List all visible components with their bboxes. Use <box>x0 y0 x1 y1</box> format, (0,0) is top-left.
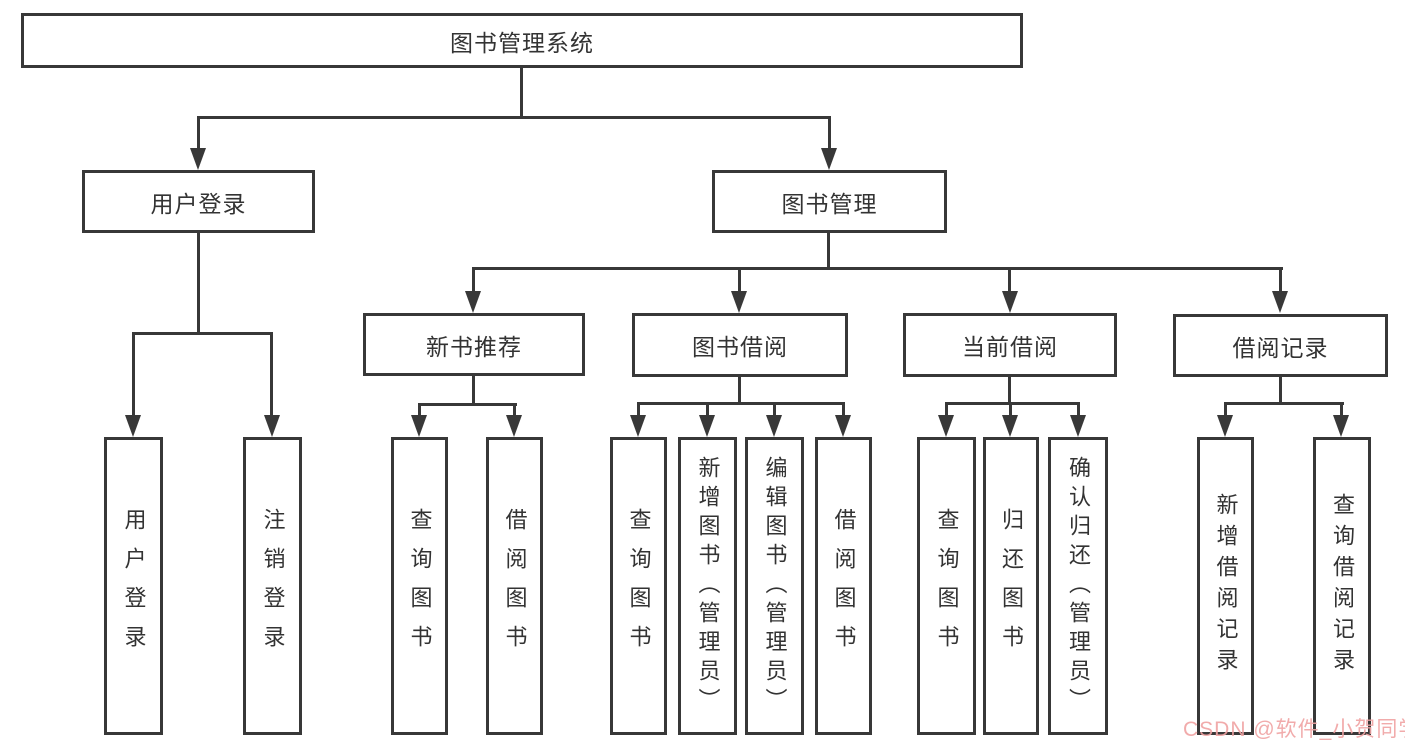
connector-line <box>197 119 200 150</box>
node-borrowing-records: 借阅记录 <box>1173 314 1388 377</box>
connector-line <box>472 267 1283 270</box>
node-label: 注销登录 <box>260 508 286 664</box>
node-label: 查询图书 <box>934 508 960 664</box>
connector-arrowhead-icon <box>1070 415 1086 437</box>
node-leaf-query-borrow-record: 查询借阅记录 <box>1313 437 1371 735</box>
connector-arrowhead-icon <box>699 415 715 437</box>
connector-line <box>827 233 830 270</box>
connector-line <box>773 405 776 417</box>
node-book-management-module: 图书管理 <box>712 170 947 233</box>
connector-line <box>738 377 741 403</box>
connector-arrowhead-icon <box>1002 415 1018 437</box>
node-label: 借阅记录 <box>1232 334 1329 361</box>
connector-arrowhead-icon <box>190 148 206 170</box>
node-label: 图书管理 <box>781 190 878 217</box>
connector-line <box>1279 270 1282 293</box>
connector-line <box>945 405 948 417</box>
node-leaf-edit-books-admin: 编辑图书（管理员） <box>745 437 804 735</box>
connector-line <box>738 270 741 293</box>
connector-line <box>132 335 135 417</box>
connector-line <box>1008 377 1011 402</box>
connector-line <box>418 403 517 406</box>
watermark: CSDN @软件_小贺同学 <box>1183 718 1405 741</box>
node-leaf-borrow-books-recommend: 借阅图书 <box>486 437 543 735</box>
node-leaf-confirm-return-admin: 确认归还（管理员） <box>1048 437 1108 735</box>
connector-line <box>472 376 475 404</box>
connector-line <box>1224 402 1344 405</box>
connector-line <box>197 233 200 335</box>
connector-line <box>1279 377 1282 402</box>
connector-line <box>637 402 845 405</box>
node-book-borrowing: 图书借阅 <box>632 313 848 377</box>
node-new-book-recommend: 新书推荐 <box>363 313 585 376</box>
node-label: 编辑图书（管理员） <box>762 455 788 717</box>
node-leaf-logout: 注销登录 <box>243 437 302 735</box>
node-leaf-query-books-recommend: 查询图书 <box>391 437 448 735</box>
connector-line <box>270 335 273 417</box>
node-leaf-add-books-admin: 新增图书（管理员） <box>678 437 737 735</box>
connector-line <box>197 116 831 119</box>
connector-line <box>945 402 1080 405</box>
connector-line <box>1009 405 1012 417</box>
connector-arrowhead-icon <box>630 415 646 437</box>
connector-arrowhead-icon <box>411 415 427 437</box>
connector-line <box>472 270 475 293</box>
node-label: 确认归还（管理员） <box>1066 455 1091 717</box>
connector-line <box>418 406 421 417</box>
node-leaf-query-books-current: 查询图书 <box>917 437 976 735</box>
connector-line <box>520 68 523 119</box>
node-label: 图书借阅 <box>692 334 788 360</box>
node-leaf-query-books-borrowing: 查询图书 <box>610 437 667 735</box>
node-leaf-borrow-books-borrowing: 借阅图书 <box>815 437 872 735</box>
node-leaf-user-login: 用户登录 <box>104 437 163 735</box>
node-label: 用户登录 <box>150 190 247 217</box>
connector-arrowhead-icon <box>264 415 280 437</box>
connector-line <box>1340 405 1343 417</box>
connector-line <box>828 119 831 150</box>
connector-arrowhead-icon <box>938 415 954 437</box>
node-label: 查询图书 <box>626 508 652 664</box>
connector-arrowhead-icon <box>506 415 522 437</box>
node-label: 新增图书（管理员） <box>695 455 721 717</box>
node-leaf-add-borrow-record: 新增借阅记录 <box>1197 437 1254 735</box>
node-label: 图书管理系统 <box>450 29 594 56</box>
connector-line <box>1008 270 1011 293</box>
node-label: 新书推荐 <box>426 333 522 360</box>
connector-arrowhead-icon <box>465 291 481 313</box>
node-label: 查询图书 <box>407 508 433 664</box>
connector-line <box>637 405 640 417</box>
connector-arrowhead-icon <box>766 415 782 437</box>
connector-arrowhead-icon <box>1333 415 1349 437</box>
connector-line <box>132 332 273 335</box>
connector-arrowhead-icon <box>821 148 837 170</box>
connector-line <box>842 405 845 417</box>
connector-arrowhead-icon <box>1272 291 1288 313</box>
connector-line <box>513 406 516 417</box>
connector-line <box>706 405 709 417</box>
node-label: 借阅图书 <box>831 508 857 664</box>
node-label: 归还图书 <box>999 508 1024 664</box>
node-label: 当前借阅 <box>962 334 1058 360</box>
connector-line <box>1224 405 1227 417</box>
node-leaf-return-books: 归还图书 <box>983 437 1039 735</box>
connector-arrowhead-icon <box>1002 291 1018 313</box>
node-user-login-module: 用户登录 <box>82 170 315 233</box>
node-label: 新增借阅记录 <box>1213 493 1239 679</box>
connector-line <box>1077 405 1080 417</box>
connector-arrowhead-icon <box>125 415 141 437</box>
node-root: 图书管理系统 <box>21 13 1023 68</box>
node-label: 用户登录 <box>121 508 147 664</box>
connector-arrowhead-icon <box>835 415 851 437</box>
connector-arrowhead-icon <box>731 291 747 313</box>
connector-arrowhead-icon <box>1217 415 1233 437</box>
node-current-borrowing: 当前借阅 <box>903 313 1117 377</box>
node-label: 借阅图书 <box>502 508 528 664</box>
node-label: 查询借阅记录 <box>1330 493 1355 679</box>
